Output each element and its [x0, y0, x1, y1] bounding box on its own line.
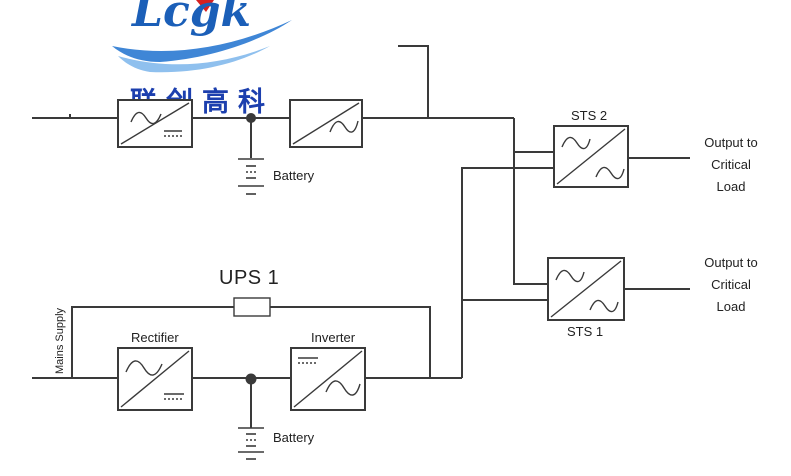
bottom-battery-icon [238, 427, 264, 460]
top-rectifier-wave-icon [130, 111, 162, 125]
battery-top-label: Battery [273, 168, 315, 183]
sts2-label: STS 2 [571, 108, 608, 123]
sts2-wave-icon-a [561, 136, 591, 150]
top-junction-dot [246, 113, 256, 123]
bottom-output-line-1: Output to [704, 255, 758, 270]
static-bypass-line-right [270, 306, 431, 378]
top-output-line-3: Load [716, 179, 746, 194]
static-bypass-line [71, 306, 234, 378]
logo-latin: Lcgk [132, 0, 251, 37]
ups2-to-sts [513, 118, 548, 285]
mains-supply-label: Mains Supply [54, 307, 66, 374]
bottom-output-label: Output to Critical Load [691, 252, 771, 318]
sts1-label: STS 1 [567, 324, 604, 339]
inverter-label: Inverter [311, 330, 356, 345]
bottom-junction-dot [245, 373, 257, 385]
bottom-output-line-3: Load [716, 299, 746, 314]
top-output-label: Output to Critical Load [691, 132, 771, 198]
top-output-line-2: Critical [711, 157, 751, 172]
top-output-line-1: Output to [704, 135, 758, 150]
ups1-to-sts2 [461, 167, 554, 378]
sts1-wave-icon-a [555, 269, 585, 283]
battery-bottom-label: Battery [273, 430, 315, 445]
bottom-output-line-2: Critical [711, 277, 751, 292]
top-inverter-wave-icon [329, 120, 359, 133]
sts2-wave-icon-b [595, 166, 625, 180]
rectifier-wave-icon [125, 360, 163, 376]
sts1-wave-icon-b [589, 299, 619, 313]
ups1-title: UPS 1 [219, 267, 280, 289]
inverter-wave-icon [325, 380, 361, 396]
rectifier-label: Rectifier [131, 330, 179, 345]
top-bypass-riser [398, 45, 429, 118]
top-battery-icon [238, 158, 264, 195]
bypass-switch-box [233, 297, 271, 317]
